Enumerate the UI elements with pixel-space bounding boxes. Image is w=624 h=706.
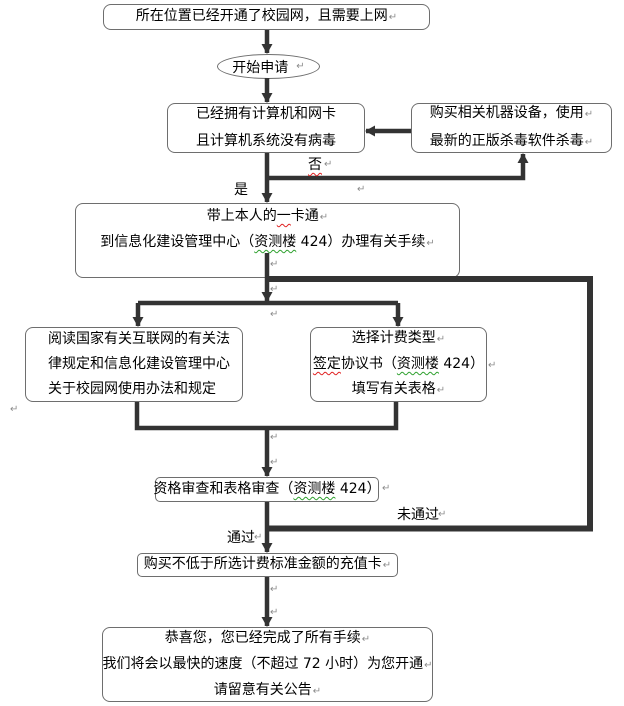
node-read-rules: 阅读国家有关互联网的有关法 律规定和信息化建设管理中心 关于校园网使用办法和规定 xyxy=(25,327,243,402)
edge-label-yes: 是 xyxy=(234,182,248,198)
grammar-flagged-text: 资测楼 xyxy=(293,481,336,497)
node-complete: 恭喜您，您已经完成了所有手续↵ 我们将会以最快的速度（不超过 72 小时）为您开… xyxy=(102,627,433,702)
node-precondition-text: 所在位置已经开通了校园网，且需要上网↵ xyxy=(136,4,397,30)
arrow-check-no-to-buy-equipment xyxy=(267,153,529,181)
node-line: 恭喜您，您已经完成了所有手续↵ xyxy=(165,626,370,652)
edge-label-passed: 通过 xyxy=(227,530,255,546)
paragraph-mark: ↵ xyxy=(270,259,279,270)
text: 424）办理有关手续 xyxy=(296,234,426,250)
paragraph-mark: ↵ xyxy=(488,360,497,371)
paragraph-mark: ↵ xyxy=(270,457,279,468)
grammar-flagged-text: 资测楼 xyxy=(396,356,439,372)
node-line: 最新的正版杀毒软件杀毒↵ xyxy=(430,128,593,156)
paragraph-mark: ↵ xyxy=(319,212,329,223)
text: 资格审查和表格审查（ xyxy=(153,481,294,497)
text: 到信息化建设管理中心（ xyxy=(100,234,255,250)
paragraph-mark: ↵ xyxy=(382,483,391,494)
node-precondition: 所在位置已经开通了校园网，且需要上网↵ xyxy=(103,4,430,30)
node-register: 带上本人的一卡通↵ 到信息化建设管理中心（资测楼 424）办理有关手续↵ xyxy=(75,203,460,278)
node-check-equipment: 已经拥有计算机和网卡 且计算机系统没有病毒 xyxy=(167,103,365,153)
node-line: 我们将会以最快的速度（不超过 72 小时）为您开通↵ xyxy=(102,652,432,678)
node-line: 选择计费类型↵ xyxy=(352,326,445,352)
node-line: 带上本人的一卡通↵ xyxy=(207,204,328,230)
node-line: 阅读国家有关互联网的有关法 xyxy=(48,331,230,347)
paragraph-mark: ↵ xyxy=(436,334,446,345)
paragraph-mark: ↵ xyxy=(361,633,371,645)
paragraph-mark: ↵ xyxy=(270,607,279,618)
node-line: 律规定和信息化建设管理中心 xyxy=(48,356,230,372)
paragraph-mark: ↵ xyxy=(312,685,322,697)
text: 恭喜您，您已经完成了所有手续 xyxy=(164,629,361,646)
text: 424） xyxy=(438,356,485,372)
node-line: 到信息化建设管理中心（资测楼 424）办理有关手续↵ xyxy=(100,230,435,256)
edge-label-failed: 未通过 xyxy=(397,507,439,523)
text: 最新的正版杀毒软件杀毒 xyxy=(429,133,584,149)
paragraph-mark: ↵ xyxy=(426,238,435,249)
node-buy-equipment: 购买相关机器设备，使用↵ 最新的正版杀毒软件杀毒↵ xyxy=(411,103,612,153)
paragraph-mark: ↵ xyxy=(270,284,279,295)
text: 填写有关表格 xyxy=(351,381,436,397)
spelling-flagged-text: 一 xyxy=(276,208,291,224)
text: 协议书（ xyxy=(340,356,397,372)
paragraph-mark: ↵ xyxy=(424,659,433,671)
text: 我们将会以最快的速度（不超过 72 小时）为您开通 xyxy=(102,655,424,672)
text: 购买相关机器设备，使用 xyxy=(429,105,584,121)
node-line: 关于校园网使用办法和规定 xyxy=(48,381,216,397)
paragraph-mark: ↵ xyxy=(357,184,366,195)
paragraph-mark: ↵ xyxy=(254,532,263,543)
paragraph-mark: ↵ xyxy=(436,385,446,396)
spelling-flagged-text: 签定 xyxy=(312,356,341,372)
paragraph-mark: ↵ xyxy=(296,61,305,72)
paragraph-mark: ↵ xyxy=(388,12,398,23)
node-start: 开始申请 ↵ xyxy=(217,54,320,79)
edge-label-no: 否 xyxy=(308,157,322,173)
node-line: 已经拥有计算机和网卡 xyxy=(196,106,336,122)
text: 选择计费类型 xyxy=(351,330,436,346)
node-choose-plan: 选择计费类型↵ 签定协议书（资测楼 424） 填写有关表格↵ xyxy=(310,327,487,402)
paragraph-mark: ↵ xyxy=(270,584,279,595)
text: 带上本人的 xyxy=(206,208,277,224)
text: 所在位置已经开通了校园网，且需要上网 xyxy=(135,8,388,24)
node-line: 购买不低于所选计费标准金额的充值卡↵ xyxy=(144,553,391,577)
paragraph-mark: ↵ xyxy=(584,109,594,120)
grammar-flagged-text: 资测楼 xyxy=(254,234,297,250)
node-line: 签定协议书（资测楼 424） xyxy=(313,352,484,377)
node-line: 资格审查和表格审查（资测楼 424） xyxy=(153,478,380,501)
node-review: 资格审查和表格审查（资测楼 424） xyxy=(153,477,381,502)
merge-line xyxy=(134,402,399,431)
paragraph-mark: ↵ xyxy=(584,137,594,148)
text: 请留意有关公告 xyxy=(213,681,312,698)
paragraph-mark: ↵ xyxy=(438,509,447,520)
node-buy-card: 购买不低于所选计费标准金额的充值卡↵ xyxy=(137,553,398,577)
paragraph-mark: ↵ xyxy=(324,159,333,170)
text: 424） xyxy=(335,481,381,497)
node-line: 填写有关表格↵ xyxy=(352,377,445,403)
node-line: 购买相关机器设备，使用↵ xyxy=(430,100,593,128)
text: 卡通 xyxy=(290,208,319,224)
paragraph-mark: ↵ xyxy=(382,560,392,571)
text: 购买不低于所选计费标准金额的充值卡 xyxy=(143,556,382,572)
node-start-text: 开始申请 xyxy=(232,59,289,76)
node-line: 请留意有关公告↵ xyxy=(214,678,321,704)
node-line: 且计算机系统没有病毒 xyxy=(196,133,336,149)
paragraph-mark: ↵ xyxy=(270,309,279,320)
paragraph-mark: ↵ xyxy=(10,404,19,415)
paragraph-mark: ↵ xyxy=(270,432,279,443)
